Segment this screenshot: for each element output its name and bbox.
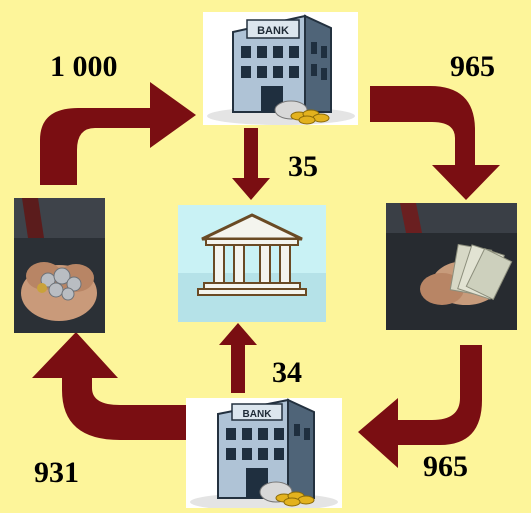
top-bank: BANK (203, 12, 358, 125)
arrow-bank-lend-out (370, 86, 500, 200)
amount-lent-out: 965 (450, 50, 495, 83)
amount-deposit: 1 000 (50, 50, 118, 83)
arrow-reserve-down (232, 128, 270, 200)
amount-lent-again: 931 (34, 456, 79, 489)
bank-building-icon: BANK (186, 398, 342, 511)
central-bank (178, 205, 326, 322)
arrow-bank-lend-again (32, 332, 200, 440)
hands-with-coins-image (14, 198, 105, 333)
bank-sign: BANK (257, 25, 289, 37)
right-photo (386, 203, 517, 330)
arrow-deposit-to-bank (40, 82, 196, 185)
amount-reserve-top: 35 (288, 150, 318, 183)
bottom-bank: BANK (186, 398, 342, 511)
bank-sign: BANK (243, 409, 273, 420)
left-photo (14, 198, 105, 333)
arrow-reserve-up (219, 323, 257, 393)
amount-reserve-bottom: 34 (272, 356, 302, 389)
amount-redeposit: 965 (423, 450, 468, 483)
central-bank-columns-icon (178, 205, 326, 322)
arrow-redeposit (358, 345, 482, 468)
bank-building-icon: BANK (203, 12, 358, 125)
hands-with-banknotes-image (386, 203, 517, 330)
